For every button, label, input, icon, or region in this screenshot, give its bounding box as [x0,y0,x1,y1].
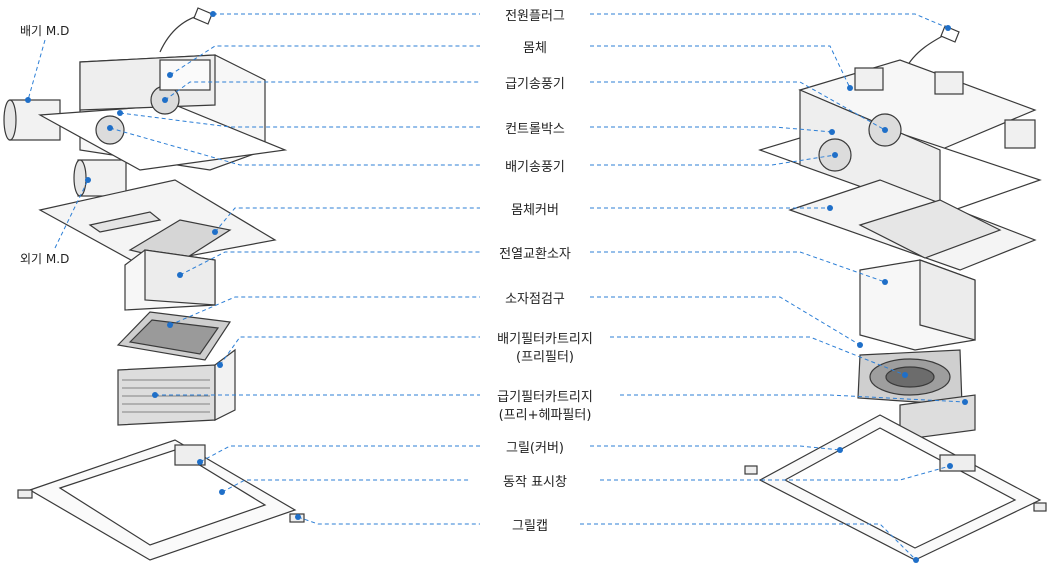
dot [117,110,123,116]
leader-grille-cover-left [199,445,480,463]
label-control-box: 컨트롤박스 [505,122,565,137]
dot [177,272,183,278]
leader-control-box-right [590,126,833,133]
leader-grille-cap-left [297,516,480,525]
label-grille-cap: 그릴캡 [512,519,548,534]
label-supply-filter-sub: (프리+헤파필터) [498,408,592,423]
dot [962,399,968,405]
leader-heat-exchanger-left [179,251,480,276]
dot [167,322,173,328]
dot [882,127,888,133]
leader-exhaust-filter-right [610,336,906,376]
leader-control-box-left [119,112,480,128]
label-body: 몸체 [523,41,547,56]
dot [832,152,838,158]
leader-element-inspection-right [590,296,861,346]
right-exhaust-filter-drawing [857,349,963,406]
dot [827,205,833,211]
leader-supply-filter-right [620,394,966,403]
label-body-cover: 몸체커버 [511,203,559,218]
dot [152,392,158,398]
dot [882,279,888,285]
leader-grille-cap-right [580,523,917,561]
left-supply-filter-drawing [117,348,236,426]
dot [902,372,908,378]
left-grille-cap-1 [17,489,33,499]
leader-exhaust-md [27,39,46,101]
dot [107,125,113,131]
label-grille-cover: 그릴(커버) [506,441,564,456]
dot [829,129,835,135]
dot [162,97,168,103]
label-power-plug: 전원플러그 [505,9,565,24]
dot [25,97,31,103]
label-heat-exchanger: 전열교환소자 [499,247,571,262]
leader-exhaust-fan-left [109,127,480,166]
leader-supply-fan-right [590,81,886,131]
label-supply-fan: 급기송풍기 [505,77,565,92]
dot [847,85,853,91]
leader-outdoor-md [54,179,89,249]
left-element-inspection-drawing [116,311,232,361]
dot [167,72,173,78]
label-status-display: 동작 표시창 [503,475,567,490]
dot [947,463,953,469]
label-exhaust-md: 배기 M.D [20,24,70,38]
leader-heat-exchanger-right [590,251,886,283]
left-grille-drawing [28,439,297,561]
right-grille-cap-2 [1033,502,1047,512]
left-heat-exchanger-drawing [124,249,216,311]
dot [913,557,919,563]
dot [217,362,223,368]
right-grille-drawing [758,414,1042,561]
leader-grille-cover-right [590,445,841,451]
dot [945,25,951,31]
leader-exhaust-fan-right [590,154,836,166]
dot [197,459,203,465]
leader-supply-fan-left [164,81,480,101]
dot [210,11,216,17]
leader-status-display-left [221,479,470,493]
label-outdoor-md: 외기 M.D [20,252,70,266]
dot [219,489,225,495]
dot [212,229,218,235]
left-outdoor-duct [73,159,127,197]
label-exhaust-filter: 배기필터카트리지 [497,332,593,347]
dot [857,342,863,348]
right-body-drawing [758,59,1042,216]
leader-dots [25,11,968,563]
right-grille-cap-1 [744,465,758,475]
leader-body-left [169,45,480,76]
dot [837,447,843,453]
leader-body-cover-left [214,207,480,233]
right-body-cover-drawing [788,179,1037,271]
left-body-drawing [37,54,288,171]
leader-body-right [590,45,851,89]
right-heat-exchanger-drawing [859,259,976,351]
label-supply-filter: 급기필터카트리지 [497,390,593,405]
dot [295,514,301,520]
leader-status-display-right [600,465,951,481]
leader-lines [27,13,966,561]
leader-power-plug-right [590,13,949,29]
label-element-inspection: 소자점검구 [505,292,565,307]
leader-element-inspection-left [169,296,480,326]
label-exhaust-filter-sub: (프리필터) [516,350,574,365]
leader-exhaust-filter-left [219,336,480,366]
label-exhaust-fan: 배기송풍기 [505,160,565,175]
dot [85,177,91,183]
